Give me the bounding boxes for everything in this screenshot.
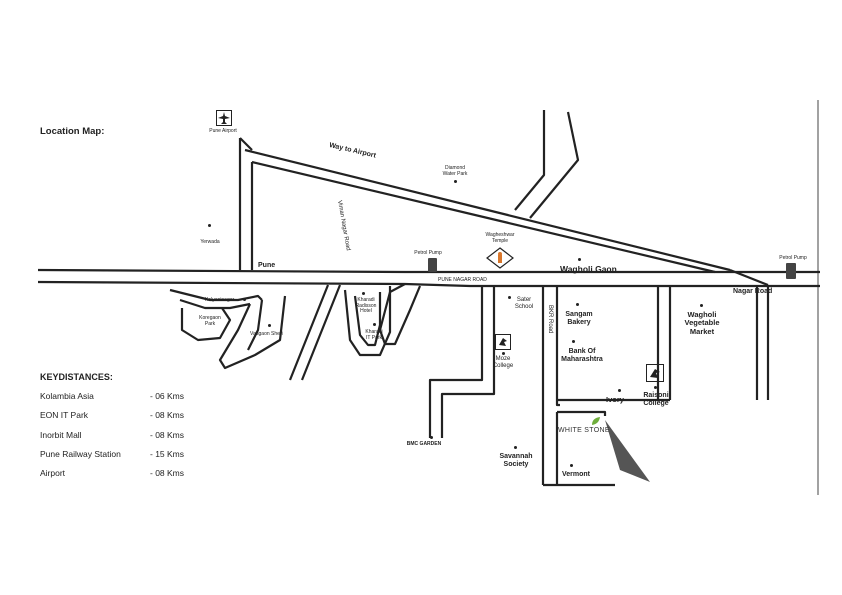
road-kalyaninagar-bottom: [179, 298, 251, 310]
label-pune: Pune: [258, 262, 276, 269]
koregaon-park-block: [180, 307, 232, 342]
label-petrol-pump-2: Petrol Pump: [779, 255, 807, 261]
road-kalyaninagar-top: [169, 288, 263, 302]
road-vadgaon: [218, 295, 287, 370]
label-petrol-pump: Petrol Pump: [414, 250, 442, 256]
road-central-right: [440, 286, 496, 438]
key-distance-value: - 08 Kms: [150, 468, 185, 478]
marker-dot: [362, 292, 365, 295]
marker-dot: [570, 464, 573, 467]
road-airport-join: [729, 268, 769, 287]
road-pune-nagar-top: [37, 268, 820, 274]
label-savannah-society: Savannah Society: [499, 453, 533, 468]
leaf-logo-icon: [591, 413, 601, 425]
marker-dot: [654, 386, 657, 389]
label-bank-of-maharashtra: Bank Of Maharashtra: [561, 348, 603, 363]
fuel-pump-icon: [786, 263, 796, 279]
marker-dot: [576, 303, 579, 306]
label-diamond-water-park: Diamond Water Park: [442, 165, 468, 177]
label-sangam-bakery: Sangam Bakery: [565, 311, 593, 326]
kharadi-it-park-block: [343, 286, 392, 357]
label-bmc-garden: BMC GARDEN: [406, 441, 442, 447]
label-vadgaon-sheri: Vadgaon Sheri: [250, 331, 283, 337]
road-kharadi-right: [300, 284, 342, 381]
marker-dot: [268, 324, 271, 327]
key-distance-value: - 08 Kms: [150, 410, 185, 420]
label-white-stone: WHITE STONE: [558, 427, 610, 434]
key-distance-name: EON IT Park: [40, 410, 89, 420]
road-pune-nagar-bottom: [37, 280, 820, 288]
label-sater-school: Sater School: [514, 297, 534, 310]
marker-dot: [373, 323, 376, 326]
label-pune-nagar-road: PUNE NAGAR ROAD: [438, 277, 487, 283]
key-distance-value: - 06 Kms: [150, 391, 185, 401]
label-kalyaninagar: Kalyaninagar: [205, 297, 235, 303]
label-wagheshwar-temple: Wagheshwar Temple: [485, 232, 515, 244]
label-kharadi-it-park: Kharadi IT Park: [365, 329, 383, 341]
key-distance-name: Inorbit Mall: [40, 430, 82, 440]
key-distances-heading: KEYDISTANCES:: [40, 372, 113, 382]
kharadi-radisson-block: [378, 283, 422, 346]
airplane-icon: [216, 110, 232, 126]
label-nagar-road: Nagar Road: [733, 288, 773, 295]
label-raisoni-college: Raisoni College: [643, 392, 669, 407]
marker-dot: [454, 180, 457, 183]
label-moze-college: Moze College: [492, 356, 514, 369]
kharadi-inner: [353, 292, 382, 347]
temple-icon: [486, 247, 514, 269]
marker-dot: [502, 352, 505, 355]
road-way-to-airport-upper: [244, 148, 731, 272]
marker-dot: [700, 304, 703, 307]
key-distance-name: Airport: [40, 468, 66, 478]
marker-dot: [243, 298, 246, 301]
marker-dot: [578, 258, 581, 261]
map-title: Location Map:: [40, 126, 105, 137]
label-pune-airport: Pune Airport: [209, 128, 237, 134]
road-north-right: [529, 111, 580, 219]
road-bkr-right: [555, 285, 560, 407]
road-way-to-airport-lower: [251, 160, 716, 274]
label-koregaon-park: Koregaon Park: [199, 315, 221, 327]
marker-dot: [572, 340, 575, 343]
road-vadgaon-inner: [247, 299, 264, 351]
label-ivory: Ivory: [606, 395, 624, 404]
label-yerwada: Yerwada: [200, 239, 220, 245]
marker-dot: [618, 389, 621, 392]
label-kharadi-radisson: Kharadi Radisson Hotel: [355, 297, 377, 314]
key-distance-name: Pune Railway Station: [40, 449, 121, 459]
road-north-left: [514, 110, 546, 211]
marker-dot: [508, 296, 511, 299]
key-distance-value: - 15 Kms: [150, 449, 185, 459]
label-bkr-road: BKR Road: [547, 305, 553, 334]
plot-top: [557, 410, 607, 416]
fuel-pump-icon: [428, 258, 437, 272]
road-central-left: [428, 286, 484, 438]
road-airport-top: [239, 137, 253, 151]
education-icon: [646, 364, 664, 382]
marker-dot: [208, 224, 211, 227]
direction-wedge: [605, 420, 650, 482]
education-icon: [495, 334, 511, 350]
label-wagholi-market: Wagholi Vegetable Market: [684, 310, 720, 336]
label-wagholi-gaon: Wagholi Gaon: [560, 264, 617, 274]
marker-dot: [514, 446, 517, 449]
key-distance-value: - 08 Kms: [150, 430, 185, 440]
marker-dot: [430, 436, 433, 439]
label-vermont: Vermont: [562, 471, 591, 478]
key-distance-name: Kolambia Asia: [40, 391, 94, 401]
road-kharadi-left: [288, 284, 330, 381]
